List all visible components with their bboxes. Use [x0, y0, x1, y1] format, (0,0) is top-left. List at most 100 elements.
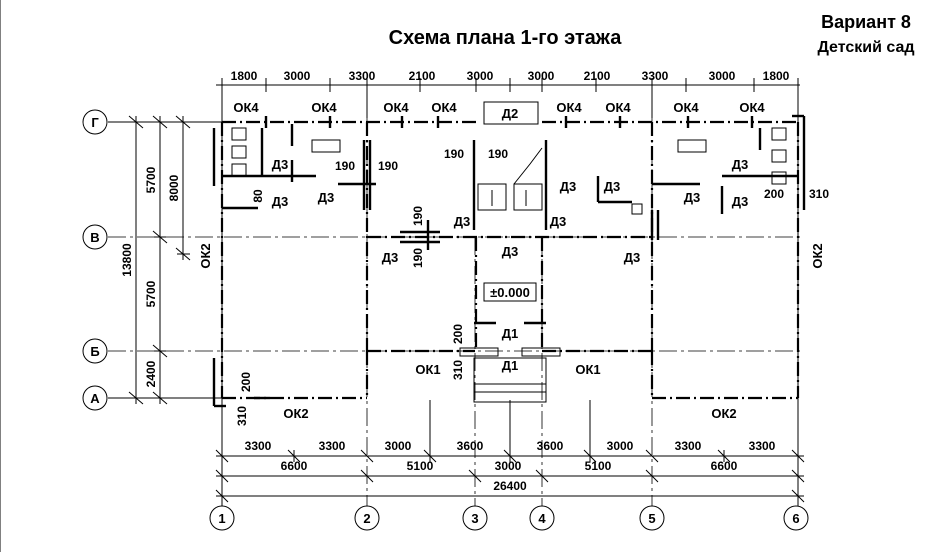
svg-text:3000: 3000	[607, 439, 634, 453]
svg-text:6600: 6600	[281, 459, 308, 473]
left-entry	[212, 358, 270, 408]
svg-text:3: 3	[471, 511, 478, 526]
floor-level-mark: ±0.000	[483, 282, 537, 302]
axis-marker-2: 2	[354, 505, 380, 531]
svg-text:Д3: Д3	[624, 250, 641, 265]
svg-text:Д3: Д3	[318, 190, 335, 205]
svg-text:ОК4: ОК4	[556, 100, 582, 115]
svg-text:Д3: Д3	[560, 179, 577, 194]
svg-text:3300: 3300	[675, 439, 702, 453]
svg-text:Д3: Д3	[732, 194, 749, 209]
svg-text:Д3: Д3	[550, 214, 567, 229]
svg-text:3600: 3600	[537, 439, 564, 453]
right-washroom	[596, 114, 806, 240]
axis-marker-v: В	[82, 224, 108, 250]
dim-8000: 8000	[167, 174, 181, 201]
top-window-ticks	[264, 116, 754, 128]
axis-marker-4: 4	[529, 505, 555, 531]
svg-text:Д3: Д3	[382, 250, 399, 265]
svg-text:ОК4: ОК4	[673, 100, 699, 115]
bottom-dimension-labels-row1: 3300 3300 3000 3600 3600 3000 3300 3300	[245, 439, 776, 453]
svg-text:3000: 3000	[284, 69, 311, 83]
svg-text:ОК4: ОК4	[233, 100, 259, 115]
axis-marker-b: Б	[82, 338, 108, 364]
top-dimension-ticks	[221, 78, 799, 118]
svg-text:2: 2	[363, 511, 370, 526]
axis-marker-g: Г	[82, 109, 108, 135]
plan-title: Схема плана 1-го этажа	[389, 27, 623, 49]
total-dimension-label: 26400	[493, 479, 527, 493]
svg-text:3300: 3300	[749, 439, 776, 453]
svg-text:3000: 3000	[495, 459, 522, 473]
svg-text:200: 200	[239, 372, 253, 392]
staircase-hall	[472, 101, 548, 230]
building-type-label: Детский сад	[817, 39, 914, 56]
exterior-walls	[220, 120, 800, 400]
svg-text:190: 190	[444, 147, 464, 161]
svg-text:2100: 2100	[409, 69, 436, 83]
svg-text:ОК4: ОК4	[383, 100, 409, 115]
svg-text:Д3: Д3	[454, 214, 471, 229]
svg-text:310: 310	[451, 360, 465, 380]
svg-text:310: 310	[809, 187, 829, 201]
variant-label: Вариант 8	[821, 12, 911, 32]
svg-text:4: 4	[538, 511, 546, 526]
dim-2400: 2400	[144, 360, 158, 387]
dim-5700-middle: 5700	[144, 280, 158, 307]
svg-text:190: 190	[488, 147, 508, 161]
svg-text:Д2: Д2	[502, 106, 519, 121]
svg-text:Д3: Д3	[272, 157, 289, 172]
svg-text:1800: 1800	[231, 69, 258, 83]
svg-text:А: А	[90, 391, 100, 406]
svg-text:Д1: Д1	[502, 326, 519, 341]
window-label-ok2-bottom-left: ОК2	[283, 406, 308, 421]
svg-text:6600: 6600	[711, 459, 738, 473]
middle-partition	[400, 220, 440, 250]
top-dimension-labels: 1800 3000 3300 2100 3000 3000 2100 3300 …	[231, 69, 790, 83]
window-label-ok2-bottom-right: ОК2	[711, 406, 736, 421]
window-label-ok1-left: ОК1	[415, 362, 440, 377]
dim-13800: 13800	[120, 243, 134, 277]
svg-text:Б: Б	[90, 344, 99, 359]
svg-text:2100: 2100	[584, 69, 611, 83]
left-dimension-lines	[128, 115, 191, 405]
svg-text:3300: 3300	[349, 69, 376, 83]
svg-text:310: 310	[235, 406, 249, 426]
svg-text:В: В	[90, 230, 99, 245]
svg-text:Д3: Д3	[684, 190, 701, 205]
window-label-ok2-left: ОК2	[198, 243, 213, 268]
svg-text:200: 200	[451, 324, 465, 344]
svg-text:Д3: Д3	[502, 244, 519, 259]
svg-text:6: 6	[792, 511, 799, 526]
svg-text:ОК4: ОК4	[431, 100, 457, 115]
door-labels: Д2 Д3 Д3 Д3 Д3 Д3 Д3 Д3 Д3 Д3 Д3 Д3 Д3 Д…	[272, 106, 749, 373]
small-dimensions: 190 190 190 190 190 190 80 200 310 200 3…	[235, 147, 829, 426]
svg-text:80: 80	[251, 189, 265, 203]
svg-text:ОК4: ОК4	[739, 100, 765, 115]
svg-text:ОК4: ОК4	[605, 100, 631, 115]
svg-text:3000: 3000	[709, 69, 736, 83]
window-label-ok1-right: ОК1	[575, 362, 600, 377]
svg-text:Д3: Д3	[272, 194, 289, 209]
svg-text:3300: 3300	[319, 439, 346, 453]
svg-text:ОК4: ОК4	[311, 100, 337, 115]
svg-text:±0.000: ±0.000	[490, 285, 530, 300]
bottom-dimension-lines	[215, 400, 805, 503]
svg-text:Д1: Д1	[502, 358, 519, 373]
svg-text:Д3: Д3	[732, 157, 749, 172]
axis-marker-6: 6	[783, 505, 809, 531]
window-label-ok2-right: ОК2	[810, 243, 825, 268]
axis-marker-1: 1	[209, 505, 235, 531]
svg-text:1800: 1800	[763, 69, 790, 83]
svg-text:190: 190	[378, 159, 398, 173]
svg-text:190: 190	[411, 206, 425, 226]
svg-text:3300: 3300	[245, 439, 272, 453]
entrance-vestibule	[459, 321, 561, 403]
dim-5700-top: 5700	[144, 166, 158, 193]
svg-text:200: 200	[764, 187, 784, 201]
axis-marker-5: 5	[639, 505, 665, 531]
svg-text:3000: 3000	[528, 69, 555, 83]
window-labels-ok4: ОК4 ОК4 ОК4 ОК4 ОК4 ОК4 ОК4 ОК4	[233, 100, 765, 115]
svg-text:190: 190	[411, 248, 425, 268]
